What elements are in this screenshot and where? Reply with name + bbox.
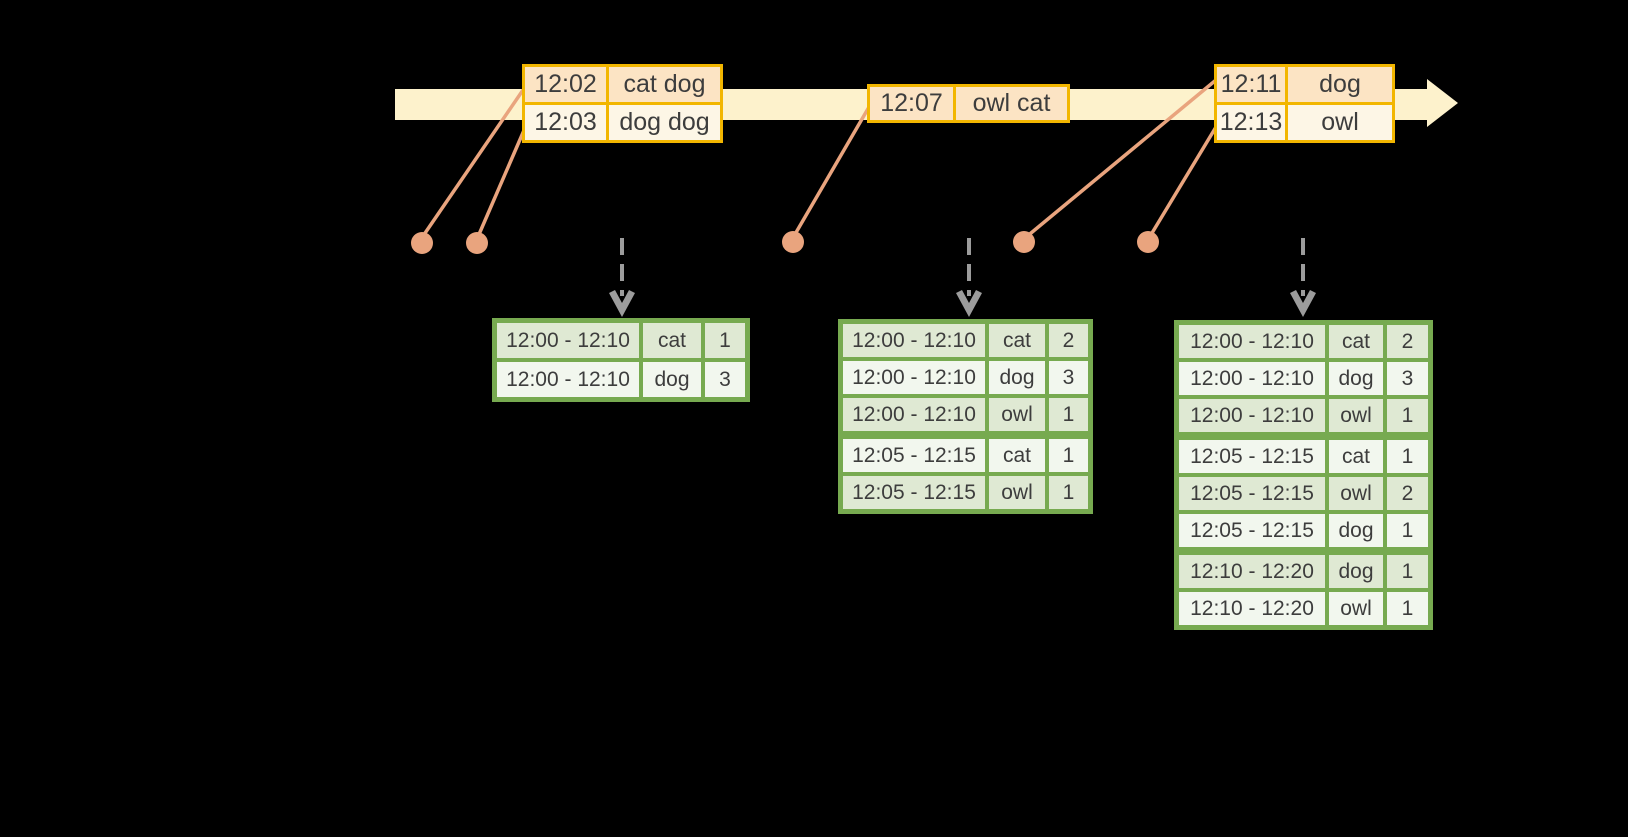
event-dot <box>466 232 488 254</box>
event-time: 12:11 <box>1217 67 1285 102</box>
connector-line <box>475 127 527 240</box>
table-row: 12:00 - 12:10 owl 1 <box>843 398 1088 431</box>
count-cell: 1 <box>1387 555 1428 588</box>
window-cell: 12:00 - 12:10 <box>843 324 985 357</box>
table-row: 12:10 - 12:20 owl 1 <box>1179 592 1428 625</box>
window-cell: 12:05 - 12:15 <box>1179 514 1325 547</box>
event-time: 12:02 <box>525 67 606 102</box>
result-table: 12:00 - 12:10 cat 1 12:00 - 12:10 dog 3 <box>492 318 750 402</box>
event-words: owl <box>1288 105 1392 140</box>
table-row: 12:05 - 12:15 dog 1 <box>1179 514 1428 547</box>
count-cell: 1 <box>1387 592 1428 625</box>
window-cell: 12:05 - 12:15 <box>843 476 985 509</box>
event-dot <box>1137 231 1159 253</box>
table-row: 12:00 - 12:10 cat 2 <box>1179 325 1428 358</box>
event-time: 12:03 <box>525 105 606 140</box>
count-cell: 3 <box>1387 362 1428 395</box>
table-row: 12:10 - 12:20 dog 1 <box>1179 555 1428 588</box>
word-cell: dog <box>1329 555 1383 588</box>
window-cell: 12:05 - 12:15 <box>1179 477 1325 510</box>
event-box: 12:07 owl cat <box>867 84 1070 123</box>
window-cell: 12:05 - 12:15 <box>843 439 985 472</box>
count-cell: 1 <box>1387 399 1428 432</box>
count-cell: 1 <box>1049 398 1088 431</box>
table-row: 12:00 - 12:10 dog 3 <box>843 361 1088 394</box>
event-words: dog <box>1288 67 1392 102</box>
word-cell: cat <box>1329 440 1383 473</box>
output-arrowhead-icon <box>609 290 635 317</box>
connector-line <box>792 106 871 237</box>
output-arrowhead-icon <box>956 290 982 317</box>
output-arrowhead-icon <box>1290 290 1316 317</box>
table-row: 12:00 - 12:10 dog 3 <box>1179 362 1428 395</box>
window-cell: 12:00 - 12:10 <box>843 361 985 394</box>
window-cell: 12:00 - 12:10 <box>1179 362 1325 395</box>
count-cell: 2 <box>1387 325 1428 358</box>
count-cell: 1 <box>1049 439 1088 472</box>
window-cell: 12:05 - 12:15 <box>1179 440 1325 473</box>
count-cell: 3 <box>1049 361 1088 394</box>
result-table: 12:00 - 12:10 cat 2 12:00 - 12:10 dog 3 … <box>838 319 1093 514</box>
word-cell: dog <box>643 362 701 397</box>
event-words: dog dog <box>609 105 720 140</box>
word-cell: cat <box>1329 325 1383 358</box>
event-words: cat dog <box>609 67 720 102</box>
table-row: 12:05 - 12:15 owl 1 <box>843 476 1088 509</box>
word-cell: owl <box>1329 399 1383 432</box>
event-box: 12:11 dog 12:13 owl <box>1214 64 1395 143</box>
event-words: owl cat <box>956 87 1067 120</box>
window-cell: 12:00 - 12:10 <box>1179 325 1325 358</box>
window-cell: 12:00 - 12:10 <box>497 362 639 397</box>
count-cell: 1 <box>705 323 745 358</box>
event-dot <box>782 231 804 253</box>
count-cell: 2 <box>1387 477 1428 510</box>
word-cell: owl <box>989 476 1045 509</box>
event-dot <box>411 232 433 254</box>
count-cell: 2 <box>1049 324 1088 357</box>
word-cell: owl <box>1329 592 1383 625</box>
word-cell: cat <box>643 323 701 358</box>
word-cell: dog <box>1329 514 1383 547</box>
count-cell: 3 <box>705 362 745 397</box>
event-time: 12:13 <box>1217 105 1285 140</box>
window-cell: 12:00 - 12:10 <box>843 398 985 431</box>
table-row: 12:00 - 12:10 cat 1 <box>497 323 745 358</box>
result-table: 12:00 - 12:10 cat 2 12:00 - 12:10 dog 3 … <box>1174 320 1433 630</box>
word-cell: owl <box>989 398 1045 431</box>
event-time: 12:07 <box>870 87 953 120</box>
word-cell: dog <box>1329 362 1383 395</box>
table-row: 12:05 - 12:15 cat 1 <box>1179 440 1428 473</box>
event-dot <box>1013 231 1035 253</box>
count-cell: 1 <box>1049 476 1088 509</box>
table-row: 12:00 - 12:10 cat 2 <box>843 324 1088 357</box>
table-row: 12:00 - 12:10 owl 1 <box>1179 399 1428 432</box>
table-row: 12:05 - 12:15 owl 2 <box>1179 477 1428 510</box>
word-cell: cat <box>989 324 1045 357</box>
window-cell: 12:10 - 12:20 <box>1179 555 1325 588</box>
table-row: 12:00 - 12:10 dog 3 <box>497 362 745 397</box>
table-row: 12:05 - 12:15 cat 1 <box>843 439 1088 472</box>
word-cell: dog <box>989 361 1045 394</box>
event-box: 12:02 cat dog 12:03 dog dog <box>522 64 723 143</box>
word-cell: cat <box>989 439 1045 472</box>
window-cell: 12:00 - 12:10 <box>1179 399 1325 432</box>
count-cell: 1 <box>1387 440 1428 473</box>
connector-line <box>1147 126 1218 239</box>
window-cell: 12:10 - 12:20 <box>1179 592 1325 625</box>
window-cell: 12:00 - 12:10 <box>497 323 639 358</box>
count-cell: 1 <box>1387 514 1428 547</box>
timeline-arrowhead-icon <box>1427 79 1458 127</box>
word-cell: owl <box>1329 477 1383 510</box>
